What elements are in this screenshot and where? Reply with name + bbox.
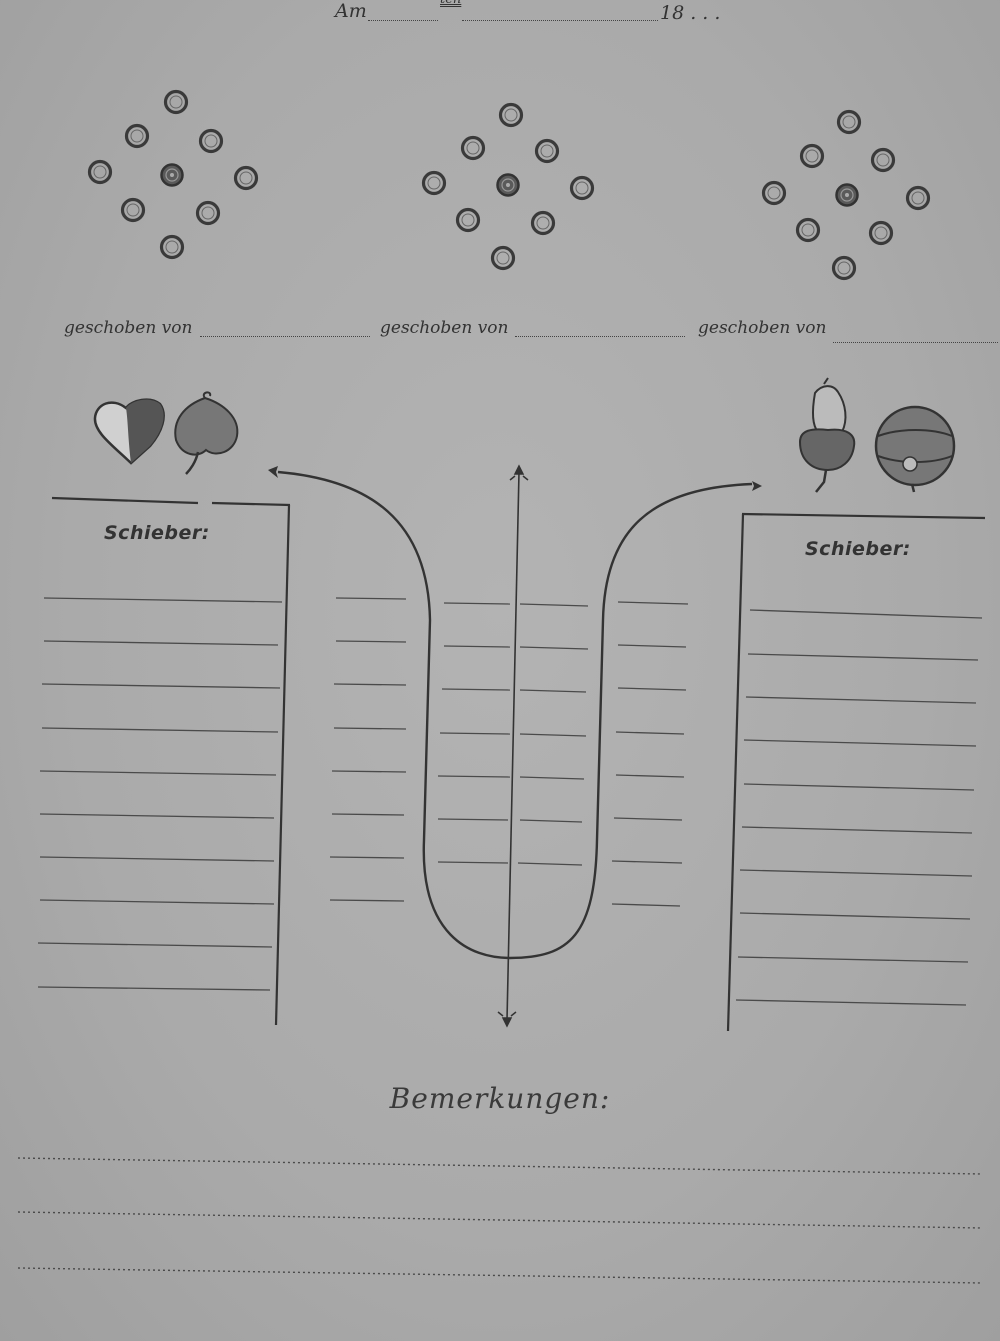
right-schieber-title: Schieber:	[805, 538, 911, 560]
slot-field-3[interactable]	[833, 342, 998, 343]
bell-icon	[874, 405, 956, 493]
slot-field-2[interactable]	[515, 336, 685, 337]
slot-label-2: geschoben von	[380, 318, 509, 338]
month-field[interactable]	[462, 20, 658, 21]
slot-field-1[interactable]	[200, 336, 370, 337]
center-axis	[497, 464, 529, 1028]
slot-label-3: geschoben von	[698, 318, 827, 338]
heart-icon	[93, 398, 165, 465]
year-label: 18 . . .	[660, 2, 721, 24]
day-field[interactable]	[368, 20, 438, 21]
u-curve	[268, 466, 762, 960]
left-panel-frame	[51, 496, 291, 1026]
remarks-lines[interactable]	[17, 1157, 983, 1284]
remarks-title: Bemerkungen:	[389, 1082, 611, 1115]
left-schieber-title: Schieber:	[104, 522, 210, 544]
am-label: Am	[335, 0, 367, 22]
pin-diamond-2	[421, 102, 595, 271]
date-header: Am ten 18 . . .	[0, 0, 1000, 30]
pin-diamond-1	[87, 89, 259, 260]
left-score-lines	[37, 597, 283, 991]
pin-diamond-3	[761, 109, 931, 281]
slot-label-1: geschoben von	[64, 318, 193, 338]
acorn-icon	[798, 377, 856, 493]
right-score-lines	[735, 609, 983, 1006]
leaf-icon	[174, 391, 239, 475]
middle-score-lines	[329, 597, 689, 907]
ten-label: ten	[440, 0, 461, 7]
right-panel-frame	[726, 512, 986, 1032]
